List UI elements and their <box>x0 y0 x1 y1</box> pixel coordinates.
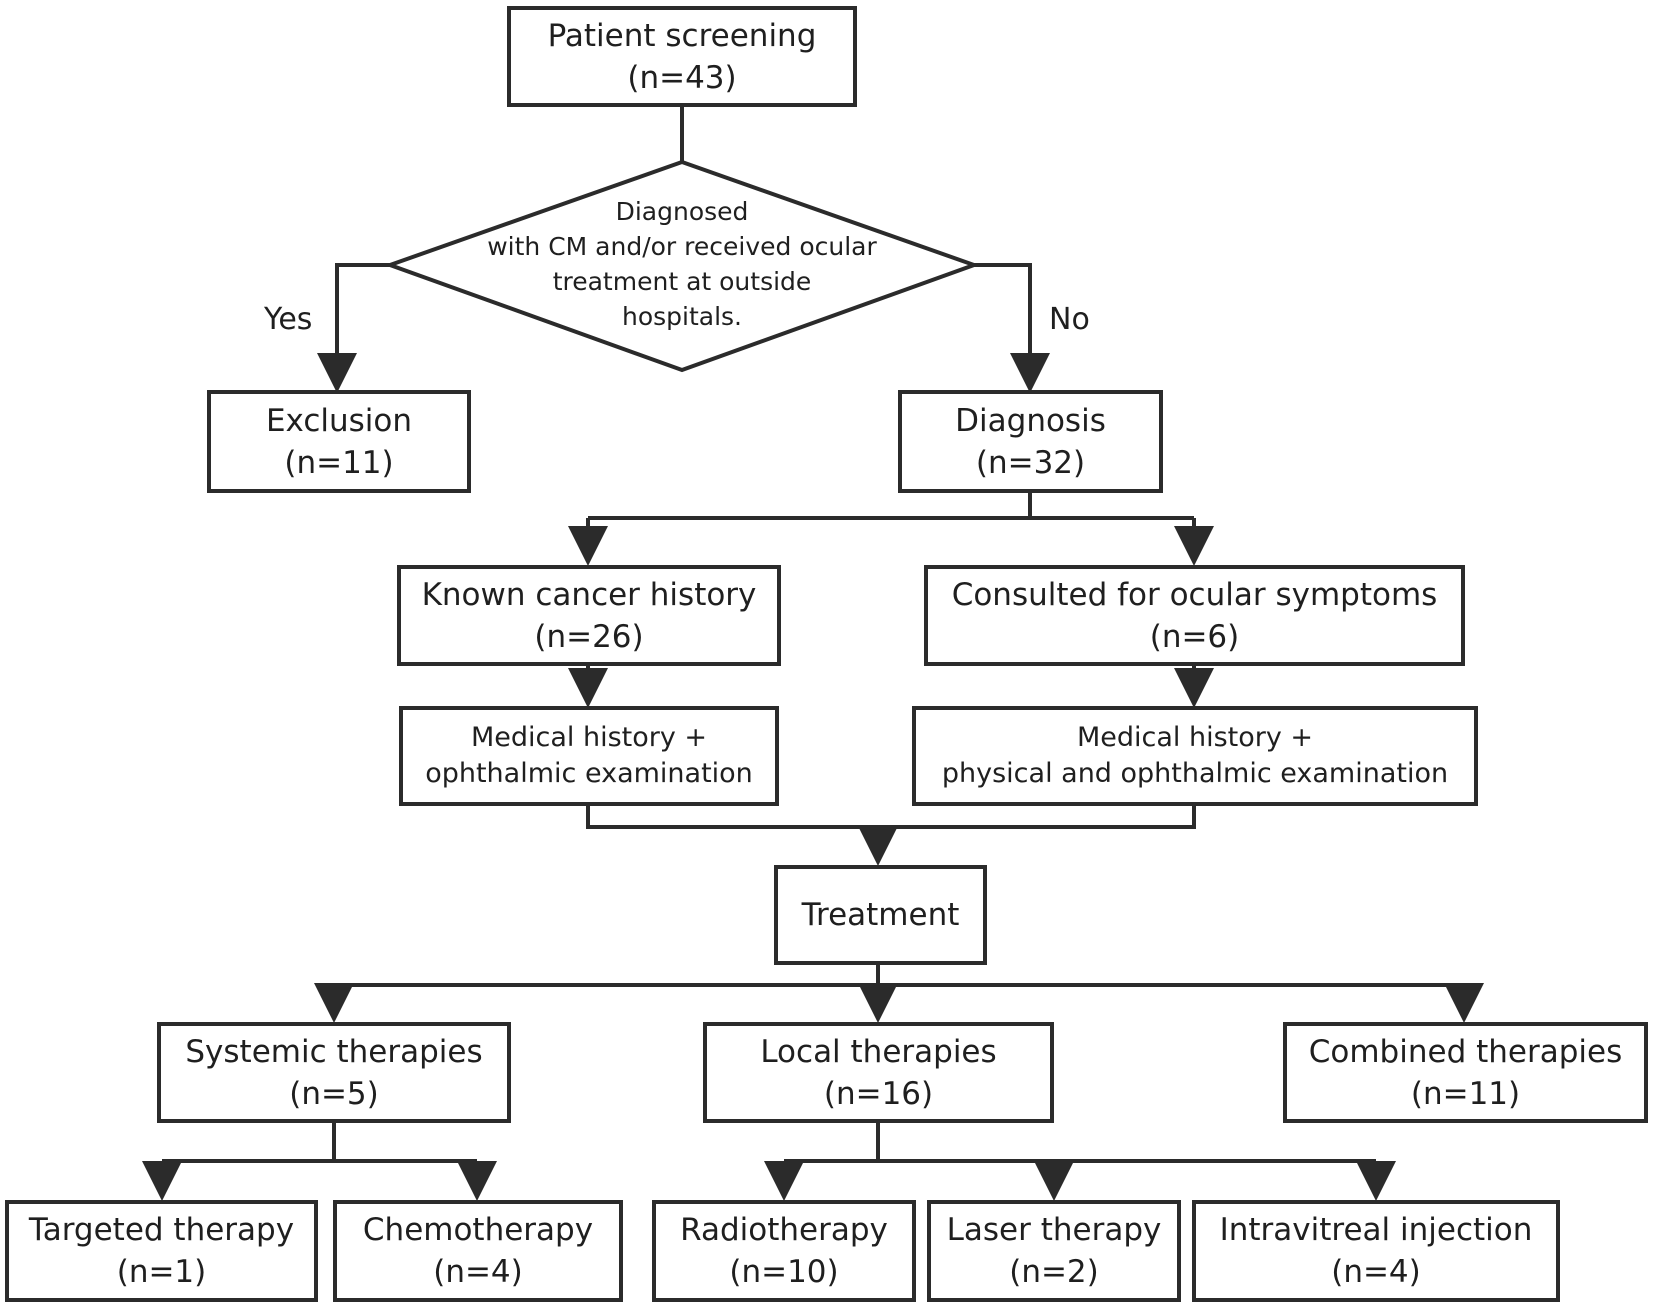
node-count: (n=4) <box>433 1254 523 1290</box>
node-line-1: Medical history + <box>470 722 708 753</box>
node-count: (n=6) <box>1149 618 1240 655</box>
node-diagnosis: Diagnosis (n=32) <box>898 390 1163 493</box>
node-count: (n=2) <box>1009 1254 1099 1290</box>
node-exam-right: Medical history + physical and ophthalmi… <box>912 706 1478 806</box>
node-treatment: Treatment <box>774 865 987 965</box>
node-line-2: ophthalmic examination <box>425 758 753 789</box>
node-title: Intravitreal injection <box>1219 1212 1533 1248</box>
node-title: Systemic therapies <box>185 1033 483 1070</box>
node-count: (n=4) <box>1331 1254 1421 1290</box>
node-intravitreal-injection: Intravitreal injection (n=4) <box>1192 1200 1560 1302</box>
node-count: (n=1) <box>116 1254 207 1290</box>
node-count: (n=11) <box>1410 1075 1521 1112</box>
node-title: Laser therapy <box>946 1212 1162 1248</box>
node-systemic-therapies: Systemic therapies (n=5) <box>157 1022 511 1123</box>
no-label: No <box>1049 302 1090 337</box>
node-count: (n=5) <box>289 1075 379 1112</box>
node-laser-therapy: Laser therapy (n=2) <box>927 1200 1181 1302</box>
node-title: Patient screening <box>547 17 817 54</box>
yes-label: Yes <box>264 302 313 337</box>
node-title: Exclusion <box>265 402 413 439</box>
node-title: Diagnosis <box>955 402 1106 439</box>
node-exclusion: Exclusion (n=11) <box>207 390 471 493</box>
node-title: Chemotherapy <box>362 1212 594 1248</box>
node-line-2: physical and ophthalmic examination <box>941 758 1449 789</box>
node-count: (n=43) <box>627 59 737 96</box>
node-radiotherapy: Radiotherapy (n=10) <box>652 1200 916 1302</box>
node-targeted-therapy: Targeted therapy (n=1) <box>5 1200 318 1302</box>
decision-diamond <box>384 159 980 373</box>
node-title: Consulted for ocular symptoms <box>951 576 1438 613</box>
node-consulted-ocular-symptoms: Consulted for ocular symptoms (n=6) <box>924 565 1465 666</box>
node-title: Treatment <box>801 897 960 933</box>
node-chemotherapy: Chemotherapy (n=4) <box>333 1200 623 1302</box>
node-count: (n=11) <box>284 444 394 481</box>
node-count: (n=10) <box>729 1254 839 1290</box>
edge-yes <box>317 263 390 393</box>
node-local-therapies: Local therapies (n=16) <box>703 1022 1054 1123</box>
decision-line-2: with CM and/or received ocular <box>487 232 877 261</box>
node-patient-screening: Patient screening (n=43) <box>507 6 857 107</box>
node-count: (n=16) <box>823 1075 934 1112</box>
node-title: Known cancer history <box>421 576 757 613</box>
node-title: Radiotherapy <box>680 1212 888 1248</box>
decision-line-4: hospitals. <box>621 302 743 331</box>
node-count: (n=32) <box>975 444 1086 481</box>
node-line-1: Medical history + <box>1076 722 1314 753</box>
node-count: (n=26) <box>534 618 644 655</box>
node-combined-therapies: Combined therapies (n=11) <box>1283 1022 1648 1123</box>
node-known-cancer-history: Known cancer history (n=26) <box>397 565 781 666</box>
node-title: Combined therapies <box>1308 1033 1623 1070</box>
edge-no <box>974 263 1050 393</box>
node-title: Local therapies <box>760 1033 997 1070</box>
decision-line-1: Diagnosed <box>615 197 749 226</box>
node-exam-left: Medical history + ophthalmic examination <box>399 706 779 806</box>
decision-line-3: treatment at outside <box>552 267 812 296</box>
decision-text: Diagnosed with CM and/or received ocular… <box>452 194 912 334</box>
edge-merge <box>586 804 1196 829</box>
node-title: Targeted therapy <box>28 1212 295 1248</box>
